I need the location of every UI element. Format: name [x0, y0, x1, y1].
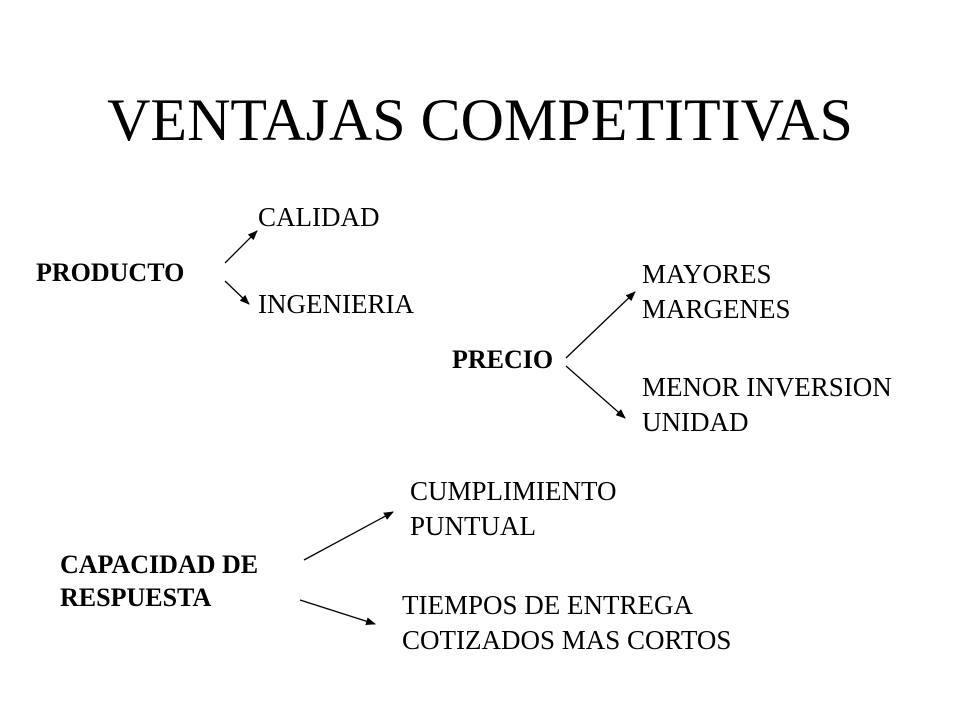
node-producto: PRODUCTO — [36, 258, 185, 287]
arrow-precio-margenes — [565, 291, 636, 359]
cumplimiento-line-1: CUMPLIMIENTO — [410, 476, 617, 506]
tiempos-line-1: TIEMPOS DE ENTREGA — [402, 590, 693, 620]
cumplimiento-line-2: PUNTUAL — [410, 511, 536, 541]
node-menor-inversion: MENOR INVERSION UNIDAD — [642, 370, 892, 440]
node-calidad: CALIDAD — [258, 202, 380, 232]
arrow-producto-calidad — [224, 230, 258, 264]
inversion-line-2: UNIDAD — [642, 407, 749, 437]
arrow-producto-ingenieria — [224, 280, 250, 305]
node-ingenieria: INGENIERIA — [258, 289, 414, 319]
arrow-capacidad-cumplimiento — [303, 511, 394, 561]
tiempos-line-2: COTIZADOS MAS CORTOS — [402, 625, 732, 655]
node-capacidad-respuesta: CAPACIDAD DE RESPUESTA — [60, 548, 258, 614]
capacidad-line-1: CAPACIDAD DE — [60, 550, 259, 579]
slide-title: VENTAJAS COMPETITIVAS — [107, 87, 853, 153]
node-precio: PRECIO — [452, 345, 554, 374]
arrow-capacidad-tiempos — [299, 599, 376, 626]
node-mayores-margenes: MAYORES MARGENES — [642, 257, 791, 327]
node-cumplimiento-puntual: CUMPLIMIENTO PUNTUAL — [410, 474, 617, 544]
inversion-line-1: MENOR INVERSION — [642, 372, 892, 402]
mayores-line-2: MARGENES — [642, 294, 791, 324]
mayores-line-1: MAYORES — [642, 259, 772, 289]
arrow-precio-inversion — [565, 365, 626, 419]
node-tiempos-entrega: TIEMPOS DE ENTREGA COTIZADOS MAS CORTOS — [402, 588, 731, 658]
capacidad-line-2: RESPUESTA — [60, 583, 212, 612]
